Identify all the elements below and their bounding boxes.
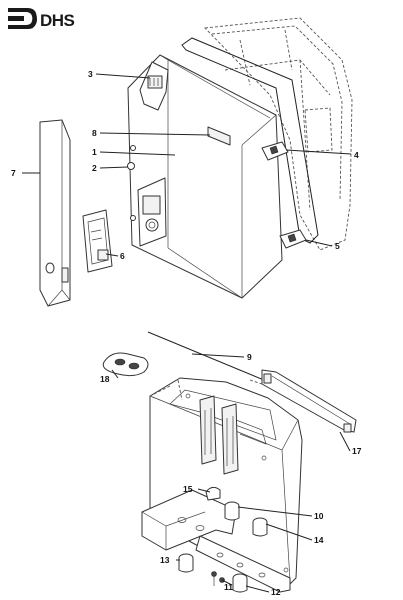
logo-text: DHS [40,11,75,30]
callout-label-6: 6 [120,251,125,261]
dhs-logo: DHS [8,8,75,30]
callout-label-9: 9 [247,352,252,362]
callout-label-14: 14 [314,535,324,545]
callout-label-5: 5 [335,241,340,251]
back-housing-dashed [204,17,353,251]
wall-clip-lower [279,229,307,249]
callout-label-1: 1 [92,147,97,157]
callout-label-18: 18 [100,374,110,384]
bottom-tray [141,489,291,593]
bottom-fitting-12 [232,573,248,593]
callout-label-3: 3 [88,69,93,79]
callout-label-7: 7 [11,168,16,178]
screw-cap [127,162,135,170]
screw-lower [130,215,136,221]
wall-clip-upper [261,141,289,161]
inlet-nipple [224,501,240,521]
screw-small [130,145,136,151]
control-panel-cover [82,209,113,273]
callout-label-17: 17 [352,446,362,456]
outlet-nipple [252,517,268,537]
callout-label-10: 10 [314,511,324,521]
gasket-cap [102,352,149,377]
callout-label-2: 2 [92,163,97,173]
side-panel [39,119,71,307]
front-cover [127,54,283,299]
callout-label-8: 8 [92,128,97,138]
mounting-frame [181,37,319,244]
logo-mark-icon [8,8,37,29]
callout-label-12: 12 [271,587,281,597]
screws-11 [211,571,225,586]
callout-label-13: 13 [160,555,170,565]
relief-valve [205,486,221,501]
heater-rail [249,369,357,433]
top-bracket [139,61,169,111]
logo-bar-icon [8,16,24,21]
callout-label-11: 11 [224,582,233,592]
callout-label-4: 4 [354,150,359,160]
callout-lines [22,73,352,593]
callout-label-15: 15 [183,484,193,494]
bottom-fitting-13 [178,553,194,573]
